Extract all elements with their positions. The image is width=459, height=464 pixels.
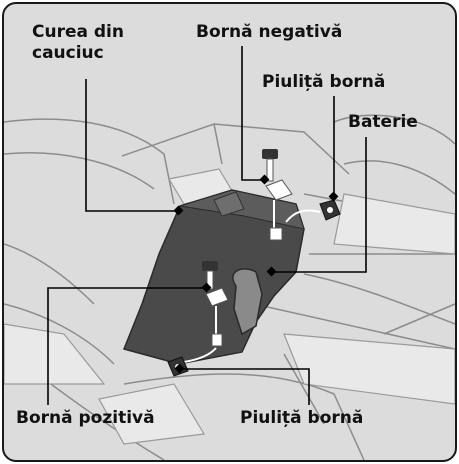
leader-lines <box>47 46 367 405</box>
label-battery: Baterie <box>348 112 418 132</box>
engine-bay-background <box>4 114 455 460</box>
label-negative-terminal: Bornă negativă <box>196 22 343 42</box>
negative-terminal-bolt <box>262 149 293 241</box>
label-terminal-nut-top: Piuliță bornă <box>262 72 386 92</box>
negative-terminal-nut <box>319 199 341 221</box>
leader-endpoints <box>173 174 339 374</box>
positive-cable <box>183 347 217 363</box>
rubber-strap-shape <box>232 268 263 336</box>
label-rubber-strap-line2: cauciuc <box>32 43 104 63</box>
negative-cable <box>285 209 321 223</box>
label-rubber-strap-line1: Curea din <box>32 22 124 42</box>
engine-bay-illustration <box>4 46 455 460</box>
engine-bay-panels <box>4 168 455 445</box>
leader-negative-terminal <box>241 46 264 181</box>
leader-positive-terminal <box>47 287 207 405</box>
positive-terminal-bolt <box>202 261 229 347</box>
label-terminal-nut-bottom: Piuliță bornă <box>240 408 364 428</box>
label-rubber-strap: Curea din cauciuc <box>32 22 124 64</box>
leader-terminal-nut-bottom <box>180 368 310 405</box>
leader-battery <box>272 137 367 273</box>
leader-rubber-strap <box>85 79 179 212</box>
label-positive-terminal: Bornă pozitivă <box>16 408 155 428</box>
